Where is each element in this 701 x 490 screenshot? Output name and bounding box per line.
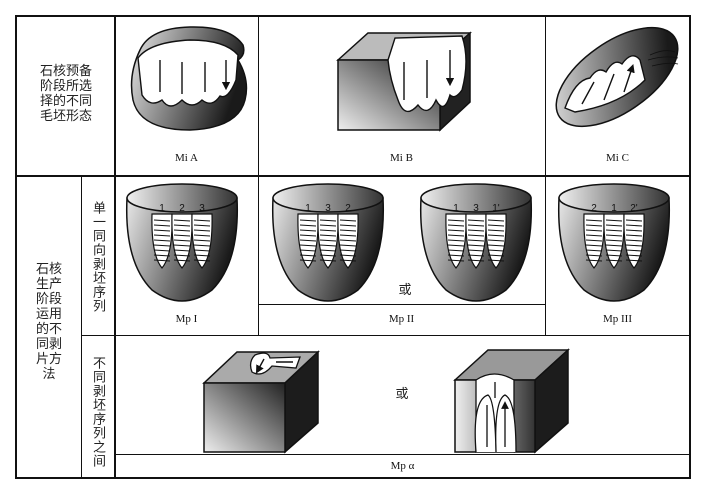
header-preparation: 石核预备阶段所选择的不同毛坯形态 bbox=[39, 64, 92, 124]
mp-3-core: 2 1 2' bbox=[557, 183, 671, 302]
mi-b-blank bbox=[336, 31, 472, 132]
border-bottom bbox=[15, 477, 691, 479]
flake-order-label: 3 bbox=[325, 203, 331, 214]
caption-mi-a: Mi A bbox=[175, 152, 198, 164]
border-top bbox=[15, 15, 691, 17]
header-between-sequences: 不同剥坯序列之间 bbox=[90, 356, 105, 468]
row-divider bbox=[258, 304, 545, 305]
mp-alpha-box-1 bbox=[202, 350, 320, 454]
caption-mi-b: Mi B bbox=[390, 152, 413, 164]
mi-c-blank bbox=[555, 26, 679, 128]
mp-2b-core: 1 3 1' bbox=[419, 183, 533, 302]
flake-order-label: 1 bbox=[159, 203, 165, 214]
mi-a-blank bbox=[130, 26, 248, 131]
caption-mp-2: Mp II bbox=[388, 313, 415, 325]
row-divider bbox=[115, 454, 690, 455]
flake-order-label: 3 bbox=[473, 203, 479, 214]
flake-order-label: 1 bbox=[611, 203, 617, 214]
col-divider bbox=[258, 15, 259, 336]
flake-order-label: 3 bbox=[199, 203, 205, 214]
caption-mp-3: Mp III bbox=[602, 313, 633, 325]
border-right bbox=[689, 15, 691, 479]
flake-order-label: 2' bbox=[630, 203, 638, 214]
border-left bbox=[15, 15, 17, 479]
caption-mi-c: Mi C bbox=[606, 152, 629, 164]
row-divider bbox=[82, 335, 690, 336]
flake-order-label: 2 bbox=[179, 203, 185, 214]
flake-order-label: 2 bbox=[345, 203, 351, 214]
flake-order-label: 2 bbox=[591, 203, 597, 214]
mp-alpha-box-2 bbox=[453, 348, 570, 454]
flake-order-label: 1 bbox=[305, 203, 311, 214]
row-divider bbox=[15, 175, 691, 177]
caption-mp-alpha: Mp α bbox=[390, 460, 415, 472]
or-label: 或 bbox=[398, 283, 412, 298]
col-divider bbox=[81, 176, 82, 478]
caption-mp-1: Mp I bbox=[175, 313, 198, 325]
mp-2a-core: 1 3 2 bbox=[271, 183, 385, 302]
flake-order-label: 1 bbox=[453, 203, 459, 214]
or-label: 或 bbox=[395, 387, 409, 402]
mp-1-core: 1 2 3 bbox=[125, 183, 239, 302]
col-divider bbox=[545, 15, 546, 336]
header-single-sequence: 单一同向剥坯序列 bbox=[90, 201, 105, 313]
col-divider bbox=[114, 15, 116, 479]
flake-order-label: 1' bbox=[492, 203, 500, 214]
header-production: 石核生产阶段运用的不同剥片方法 bbox=[35, 262, 62, 382]
